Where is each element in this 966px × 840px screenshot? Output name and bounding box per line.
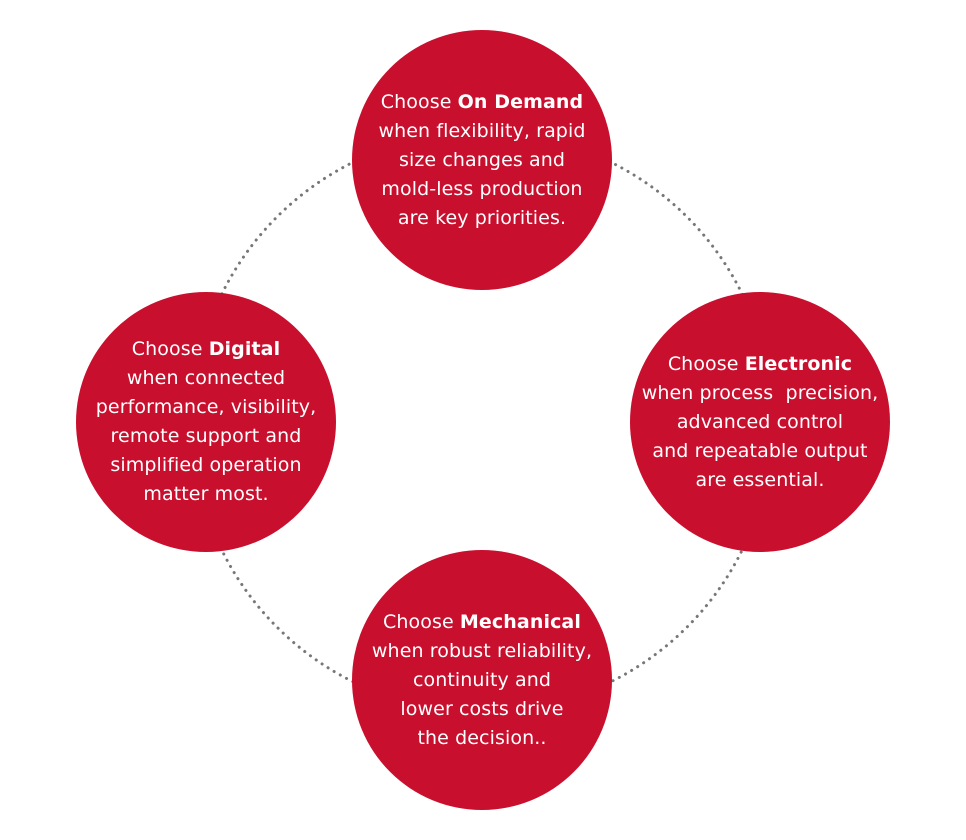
option-on-demand-heading: Choose On Demand	[380, 90, 584, 113]
option-mechanical-line: lower costs drive	[400, 697, 564, 720]
option-on-demand-circle: Choose On Demand when flexibility, rapid…	[352, 30, 612, 290]
option-mechanical-label: Mechanical	[459, 610, 581, 633]
option-mechanical-circle: Choose Mechanical when robust reliabilit…	[352, 550, 612, 810]
option-electronic-line: when process precision,	[641, 381, 879, 404]
option-on-demand-label: On Demand	[457, 90, 584, 113]
option-digital-heading: Choose Digital	[131, 338, 281, 360]
option-on-demand-line: size changes and	[398, 148, 566, 171]
option-digital-label: Digital	[208, 338, 281, 360]
option-digital-circle: Choose Digital when connected performanc…	[76, 292, 336, 552]
option-on-demand-line: when flexibility, rapid	[378, 119, 586, 142]
option-digital-line: remote support and	[110, 425, 302, 447]
option-mechanical-heading: Choose Mechanical	[383, 610, 581, 633]
option-electronic-heading: Choose Electronic	[667, 352, 853, 375]
option-digital-line: matter most.	[143, 483, 269, 505]
option-mechanical-line: when robust reliability,	[371, 639, 593, 662]
option-electronic-line: advanced control	[676, 410, 844, 433]
option-electronic-label: Electronic	[744, 352, 853, 375]
option-mechanical-line: continuity and	[412, 668, 552, 691]
option-electronic-line: are essential.	[695, 468, 825, 491]
option-on-demand-line: are key priorities.	[397, 206, 567, 229]
option-digital-line: performance, visibility,	[95, 396, 317, 418]
option-mechanical-line: the decision..	[417, 726, 547, 749]
option-digital-line: simplified operation	[110, 454, 302, 476]
option-digital-line: when connected	[126, 367, 286, 389]
option-electronic-circle: Choose Electronic when process precision…	[630, 292, 890, 552]
option-electronic-line: and repeatable output	[652, 439, 868, 462]
option-on-demand-line: mold-less production	[381, 177, 583, 200]
